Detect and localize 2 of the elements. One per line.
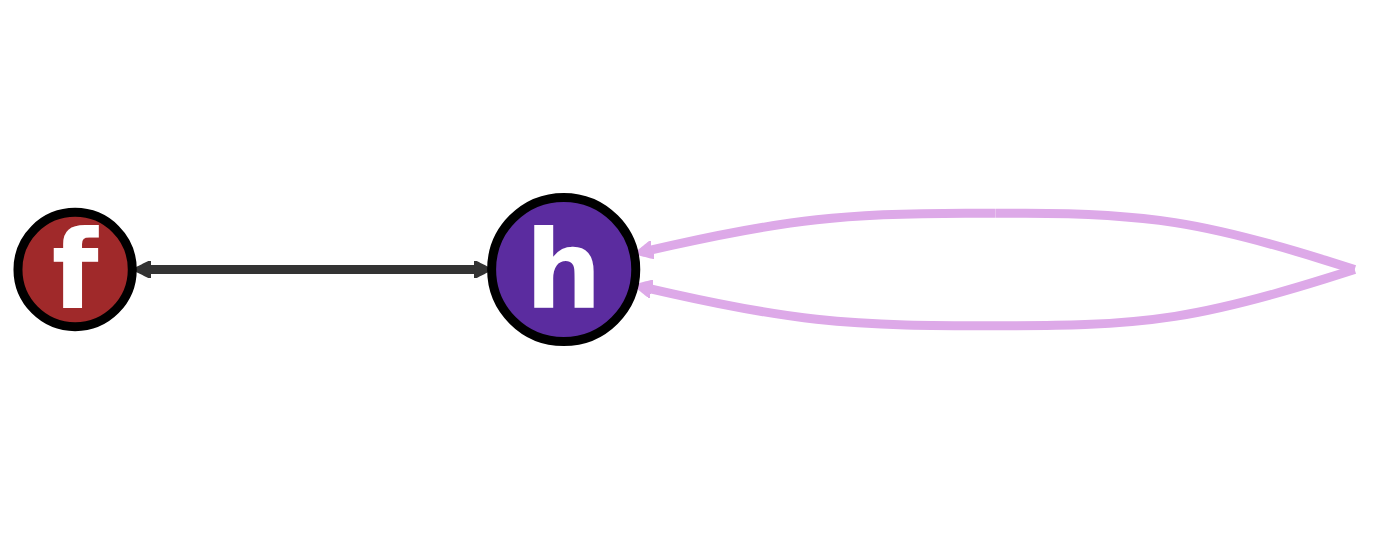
node-circle: h (487, 192, 641, 347)
node-circle: f (13, 207, 137, 332)
